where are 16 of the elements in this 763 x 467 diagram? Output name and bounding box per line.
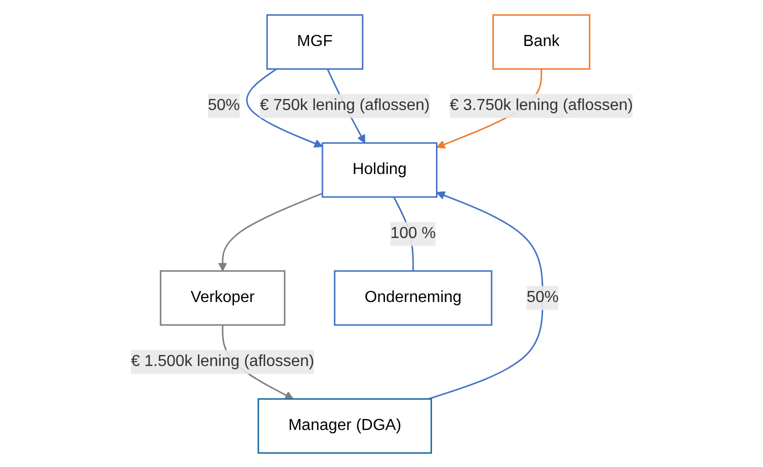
node-box <box>321 142 437 198</box>
flowchart-diagram: 50% 50% € 750k lening (aflossen) € 1.500k lening (aflossen) € 3.750k lening (aflossen) 100 % MGF Manager (DGA) Verkoper Holding Bank Onderneming <box>122 6 640 460</box>
edge-label: 50% <box>207 96 240 114</box>
node-box <box>492 14 590 70</box>
edge-label: € 1.500k lening (aflossen) <box>130 352 314 370</box>
node-box <box>159 270 285 326</box>
node-box <box>333 270 492 326</box>
edge-label: 100 % <box>390 224 436 242</box>
edge-label: € 750k lening (aflossen) <box>259 96 430 114</box>
node-box <box>266 14 363 70</box>
arrow <box>246 68 322 148</box>
arrow <box>428 190 543 400</box>
node-box <box>257 398 432 454</box>
edge-label: 50% <box>526 288 558 306</box>
edge-label: € 3.750k lening (aflossen) <box>449 96 632 114</box>
arrow <box>218 192 322 271</box>
